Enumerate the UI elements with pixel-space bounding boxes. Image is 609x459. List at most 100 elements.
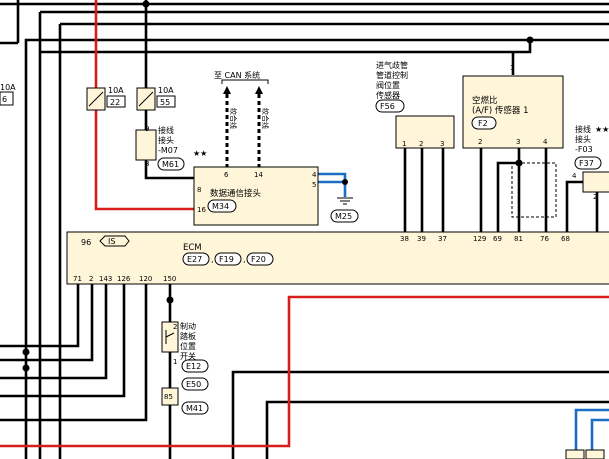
svg-text:6: 6 <box>2 95 7 104</box>
blue-wires <box>318 172 609 459</box>
svg-text:制动: 制动 <box>180 321 196 331</box>
svg-text:129: 129 <box>473 235 486 243</box>
svg-text:69: 69 <box>493 235 502 243</box>
svg-text:4: 4 <box>312 171 317 179</box>
svg-text:10A: 10A <box>108 86 124 95</box>
svg-text:9: 9 <box>145 125 149 133</box>
svg-text:39: 39 <box>417 235 426 243</box>
svg-text:85: 85 <box>164 393 173 401</box>
svg-text:10A: 10A <box>0 83 16 92</box>
svg-text:4: 4 <box>572 172 577 180</box>
svg-text:F37: F37 <box>579 159 594 168</box>
svg-text:M25: M25 <box>335 212 352 221</box>
svg-text:接头: 接头 <box>158 135 174 145</box>
svg-text:F56: F56 <box>380 102 395 111</box>
svg-text:5: 5 <box>312 181 316 189</box>
svg-text:-F03: -F03 <box>575 145 593 154</box>
svg-text:管道控制: 管道控制 <box>376 70 408 80</box>
svg-text:M34: M34 <box>212 202 229 211</box>
brake-pedal-switch: 2 1 制动 踏板 位置 开关 E12 <box>161 321 209 373</box>
svg-text:ECM: ECM <box>183 243 202 253</box>
svg-text:E12: E12 <box>186 362 201 371</box>
svg-text:F20: F20 <box>251 255 266 264</box>
twisted-label-2: 绞合线 <box>261 108 270 129</box>
svg-text:2: 2 <box>419 140 423 148</box>
svg-text:阀位置: 阀位置 <box>376 80 400 90</box>
svg-text:传感器: 传感器 <box>376 90 400 100</box>
svg-text:22: 22 <box>110 98 120 107</box>
lower-right-connector <box>565 449 605 459</box>
svg-text:开关: 开关 <box>180 351 196 361</box>
manifold-valve-sensor: 进气歧管 管道控制 阀位置 传感器 F56 1 2 3 <box>375 60 455 149</box>
svg-text:1: 1 <box>173 358 177 366</box>
twisted-label-1: 绞合线 <box>229 108 238 129</box>
af-sensor: 1 空燃比 (A/F) 传感器 1 F2 2 3 4 <box>462 64 564 218</box>
fuse-22: 10A 22 <box>86 86 126 111</box>
svg-text:120: 120 <box>139 275 152 283</box>
svg-text:F19: F19 <box>219 255 234 264</box>
ground-icon <box>337 197 353 205</box>
svg-text:4: 4 <box>543 138 548 146</box>
svg-text:76: 76 <box>540 235 549 243</box>
data-link-connector: 6 14 8 16 4 5 数据通信接头 M34 <box>193 166 319 226</box>
svg-text:2: 2 <box>593 193 597 201</box>
svg-text:M61: M61 <box>162 160 179 169</box>
svg-text:1: 1 <box>510 64 514 72</box>
svg-text:数据通信接头: 数据通信接头 <box>210 188 262 199</box>
svg-text:14: 14 <box>254 171 263 179</box>
svg-text:68: 68 <box>561 235 570 243</box>
svg-text:3: 3 <box>440 140 444 148</box>
svg-text:进气歧管: 进气歧管 <box>376 60 408 70</box>
svg-text:150: 150 <box>163 275 176 283</box>
svg-text:,: , <box>211 255 214 264</box>
svg-text:★★: ★★ <box>193 149 207 158</box>
svg-text:E50: E50 <box>186 380 201 389</box>
svg-text:38: 38 <box>400 235 409 243</box>
svg-text:81: 81 <box>514 235 523 243</box>
shield-box <box>511 162 557 218</box>
svg-text:(A/F) 传感器 1: (A/F) 传感器 1 <box>472 105 529 116</box>
svg-text:126: 126 <box>117 275 131 283</box>
svg-text:2: 2 <box>478 138 482 146</box>
svg-text:6: 6 <box>224 171 229 179</box>
svg-text:M41: M41 <box>186 404 203 413</box>
svg-text:143: 143 <box>99 275 112 283</box>
ground-m25: M25 <box>330 197 359 223</box>
svg-text:F2: F2 <box>478 119 488 128</box>
junction-dots <box>22 0 534 372</box>
svg-text:37: 37 <box>438 235 447 243</box>
fuse-left: 10A 6 <box>0 83 16 106</box>
ecm-block: 96 IS ECM E27 , F19 , F20 38 39 37 129 6… <box>66 231 609 285</box>
svg-text:位置: 位置 <box>180 341 196 351</box>
svg-text:接线: 接线 <box>158 125 174 135</box>
svg-text:3: 3 <box>516 138 520 146</box>
svg-text:E27: E27 <box>187 255 202 264</box>
can-system: 至 CAN 系统 绞合线 绞合线 <box>214 70 270 167</box>
svg-text:,: , <box>243 255 246 264</box>
svg-text:55: 55 <box>160 98 170 107</box>
fuse-55: 10A 55 <box>136 86 176 111</box>
red-wires <box>0 0 609 448</box>
svg-text:IS: IS <box>108 237 115 246</box>
svg-text:2: 2 <box>173 323 177 331</box>
svg-text:2: 2 <box>89 275 93 283</box>
svg-text:71: 71 <box>73 275 82 283</box>
joint-connector-m07: 9 8 接线 接头 -M07 ★★ M61 <box>135 125 207 171</box>
svg-text:★★: ★★ <box>595 125 609 134</box>
svg-text:96: 96 <box>81 238 91 247</box>
svg-text:踏板: 踏板 <box>180 331 196 341</box>
joint-connector-f03: 接线 接头 -F03 ★★ F37 4 2 <box>572 124 609 232</box>
svg-text:接线: 接线 <box>575 124 591 134</box>
connector-e50: E50 85 M41 <box>161 377 209 415</box>
svg-text:空燃比: 空燃比 <box>472 95 498 106</box>
svg-text:8: 8 <box>197 186 201 194</box>
svg-text:8: 8 <box>145 160 149 168</box>
svg-text:10A: 10A <box>158 86 174 95</box>
svg-text:至 CAN 系统: 至 CAN 系统 <box>214 70 260 80</box>
switch-icon <box>165 330 175 344</box>
svg-text:1: 1 <box>402 140 406 148</box>
svg-text:-M07: -M07 <box>158 146 178 155</box>
